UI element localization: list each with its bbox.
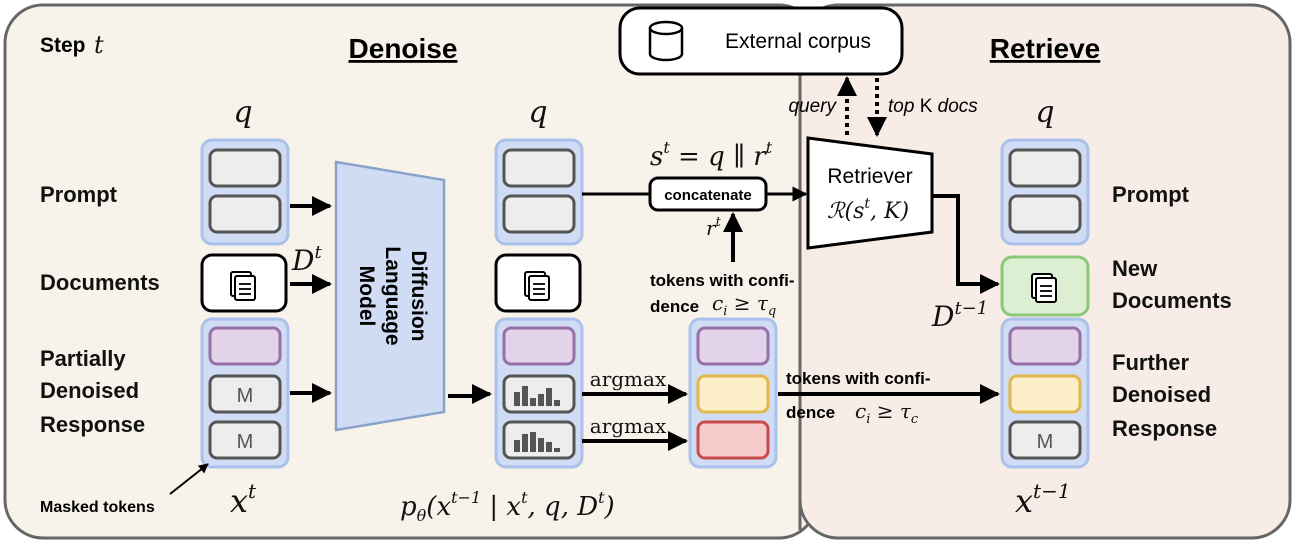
step-label: Step	[40, 34, 86, 57]
query-label: query	[788, 96, 837, 117]
svg-text:Model: Model	[355, 266, 378, 327]
rt-label: rt	[706, 215, 722, 240]
left-documents-label: Documents	[40, 270, 160, 295]
new-docs-label-2: Documents	[1112, 288, 1232, 313]
middle-prompt-token-2	[502, 194, 576, 234]
left-token-mask-1	[208, 374, 282, 414]
xt-label: xt	[230, 479, 257, 520]
topk-label: top K docs	[888, 96, 978, 117]
dt-label: Dt	[291, 242, 322, 277]
left-token-mask-2	[208, 420, 282, 460]
diffusion-language-model	[334, 160, 446, 432]
svg-text:Diffusion: Diffusion	[407, 251, 430, 342]
left-prompt-token-2	[208, 194, 282, 234]
retriever-function: ℛ(st, K)	[827, 196, 909, 224]
masked-tokens-label: Masked tokens	[40, 499, 155, 516]
right-mask-label: M	[1037, 431, 1054, 453]
database-icon	[648, 20, 684, 62]
concatenate-label: concatenate	[664, 187, 752, 204]
conf-c-line-2: dence	[786, 403, 835, 422]
right-token-mask	[1008, 420, 1082, 460]
external-corpus-box: External corpus	[618, 6, 904, 76]
conf-c-formula: ci ≥ τc	[855, 399, 919, 427]
middle-q: q	[528, 95, 547, 130]
histogram-icon	[514, 432, 560, 452]
left-prompt-label: Prompt	[40, 182, 118, 207]
candidate-token-yellow	[696, 374, 770, 414]
conf-q-line-2: dence	[650, 297, 699, 316]
middle-token-dist-2	[502, 420, 576, 460]
partial-label-2: Denoised	[40, 378, 139, 403]
left-mask-1-label: M	[237, 385, 254, 407]
candidate-token-red	[696, 420, 770, 460]
right-prompt-label: Prompt	[1112, 182, 1190, 207]
middle-token-dist-1	[502, 374, 576, 414]
svg-text:Language: Language	[381, 246, 404, 345]
st-formula: st = q ∥ rt	[650, 138, 773, 172]
conf-c-line-1: tokens with confi-	[786, 369, 931, 388]
argmax-label-2: argmax	[590, 414, 667, 438]
histogram-icon	[514, 386, 560, 406]
right-prompt-token-2	[1008, 194, 1082, 234]
retrieve-title: Retrieve	[990, 33, 1101, 64]
retriever-box	[806, 136, 934, 250]
conf-q-formula: ci ≥ τq	[712, 291, 776, 319]
middle-token-purple	[502, 326, 576, 366]
external-corpus-label: External corpus	[725, 30, 871, 53]
candidate-token-purple	[696, 326, 770, 366]
xt1-label: xt−1	[1015, 479, 1071, 520]
right-q: q	[1035, 95, 1054, 130]
left-token-purple	[208, 326, 282, 366]
argmax-label-1: argmax	[590, 367, 667, 391]
left-document-icon	[230, 271, 256, 301]
partial-label-3: Response	[40, 412, 145, 437]
partial-label-1: Partially	[40, 346, 126, 371]
right-document-icon	[1031, 273, 1057, 303]
right-token-purple	[1008, 326, 1082, 366]
right-prompt-token-1	[1008, 148, 1082, 188]
left-mask-2-label: M	[237, 431, 254, 453]
further-label-3: Response	[1112, 416, 1217, 441]
middle-prompt-token-1	[502, 148, 576, 188]
step-var: t	[94, 31, 104, 59]
further-label-2: Denoised	[1112, 382, 1211, 407]
dt1-label: Dt−1	[931, 298, 988, 333]
further-label-1: Further	[1112, 350, 1189, 375]
right-token-yellow	[1008, 374, 1082, 414]
left-prompt-token-1	[208, 148, 282, 188]
p-theta-formula: pθ(xt−1 | xt, q, Dt)	[400, 488, 615, 525]
middle-document-icon	[524, 271, 550, 301]
left-q: q	[233, 95, 252, 130]
conf-q-line-1: tokens with confi-	[650, 271, 795, 290]
model-label: Diffusion Language Model	[355, 246, 430, 345]
retriever-label: Retriever	[827, 165, 912, 188]
denoise-title: Denoise	[349, 33, 458, 64]
new-docs-label-1: New	[1112, 256, 1158, 281]
